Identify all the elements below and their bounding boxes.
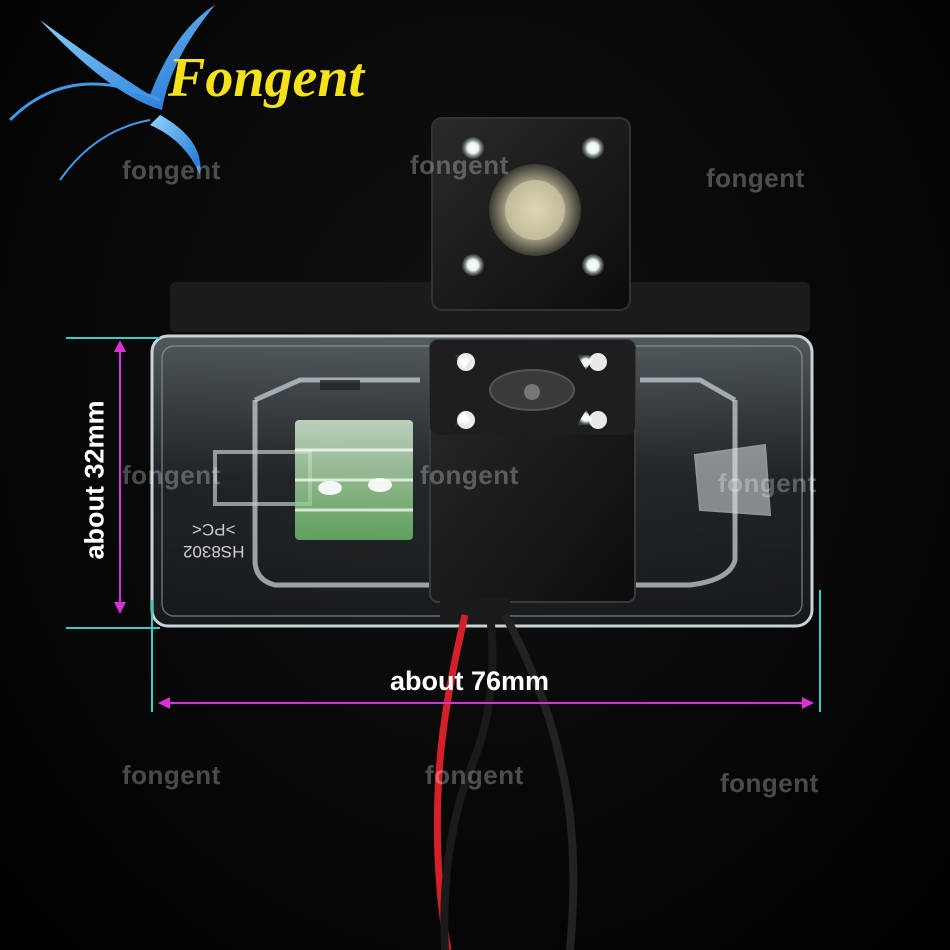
watermark-text: fongent — [718, 468, 817, 498]
watermark-text: fongent — [706, 163, 805, 193]
red-wire — [433, 614, 469, 950]
width-dimension-label: about 76mm — [390, 666, 550, 696]
black-wire-2 — [501, 613, 578, 950]
watermark-text: fongent — [720, 768, 819, 798]
watermark-text: fongent — [425, 760, 524, 790]
watermark-text: fongent — [122, 155, 221, 185]
dimension-lines — [66, 337, 821, 712]
brand-name: Fongent — [168, 47, 365, 109]
blue-swoosh-logo-icon — [8, 5, 215, 181]
front-camera-module — [429, 339, 636, 603]
watermark-text: fongent — [122, 760, 221, 790]
watermark-text: fongent — [122, 460, 221, 490]
rear-camera-module — [431, 117, 631, 311]
cable-wires — [433, 598, 578, 950]
height-dimension-label: about 32mm — [79, 400, 110, 560]
black-wire — [440, 614, 497, 950]
housing-code-line-1: >PC< — [191, 520, 236, 539]
watermark-text: fongent — [410, 150, 509, 180]
housing-code-line-2: HS8302 — [183, 542, 245, 561]
housing-model-code: HS8302 >PC< — [183, 518, 244, 562]
watermark-text: fongent — [420, 460, 519, 490]
